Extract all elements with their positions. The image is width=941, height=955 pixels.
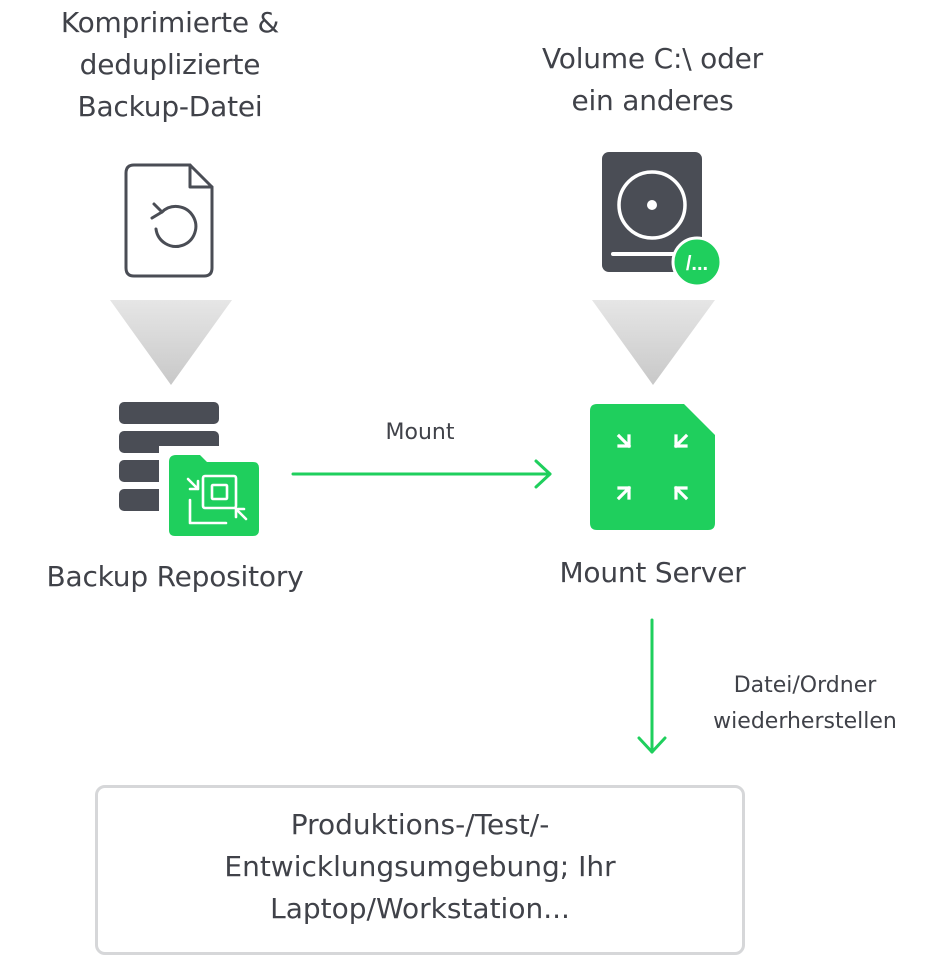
backup-file-restore-icon xyxy=(124,163,214,278)
volume-title: Volume C:\ oder ein anderes xyxy=(500,38,805,122)
mount-edge-label: Mount xyxy=(385,420,455,445)
target-line-3: Laptop/Workstation... xyxy=(270,892,570,925)
restore-arrow xyxy=(637,618,667,754)
disk-volume-icon: /... xyxy=(602,152,723,288)
backup-file-title: Komprimierte & deduplizierte Backup-Date… xyxy=(20,2,320,128)
backup-file-title-line-3: Backup-Datei xyxy=(77,90,263,123)
backup-repository-label: Backup Repository xyxy=(46,560,304,593)
mount-server-label: Mount Server xyxy=(559,556,746,589)
funnel-right xyxy=(592,300,715,385)
backup-file-title-line-2: deduplizierte xyxy=(79,48,261,81)
target-line-1: Produktions-/Test/- xyxy=(290,808,550,841)
volume-title-line-1: Volume C:\ oder xyxy=(541,42,763,75)
restore-edge-label-line-1: Datei/Ordner xyxy=(733,673,877,698)
disk-volume-badge-text: /... xyxy=(686,253,708,275)
mount-arrow xyxy=(291,459,552,489)
restore-edge-label-line-2: wiederherstellen xyxy=(713,709,897,734)
mount-server-icon xyxy=(590,404,715,530)
target-environment-text: Produktions-/Test/- Entwicklungsumgebung… xyxy=(98,804,742,930)
backup-file-title-line-1: Komprimierte & xyxy=(60,6,280,39)
target-environment-box: Produktions-/Test/- Entwicklungsumgebung… xyxy=(95,785,745,955)
volume-title-line-2: ein anderes xyxy=(571,84,734,117)
target-line-2: Entwicklungsumgebung; Ihr xyxy=(224,850,616,883)
backup-repository-server-icon xyxy=(119,402,267,538)
funnel-left xyxy=(110,300,232,385)
restore-edge-label: Datei/Ordner wiederherstellen xyxy=(680,668,930,740)
